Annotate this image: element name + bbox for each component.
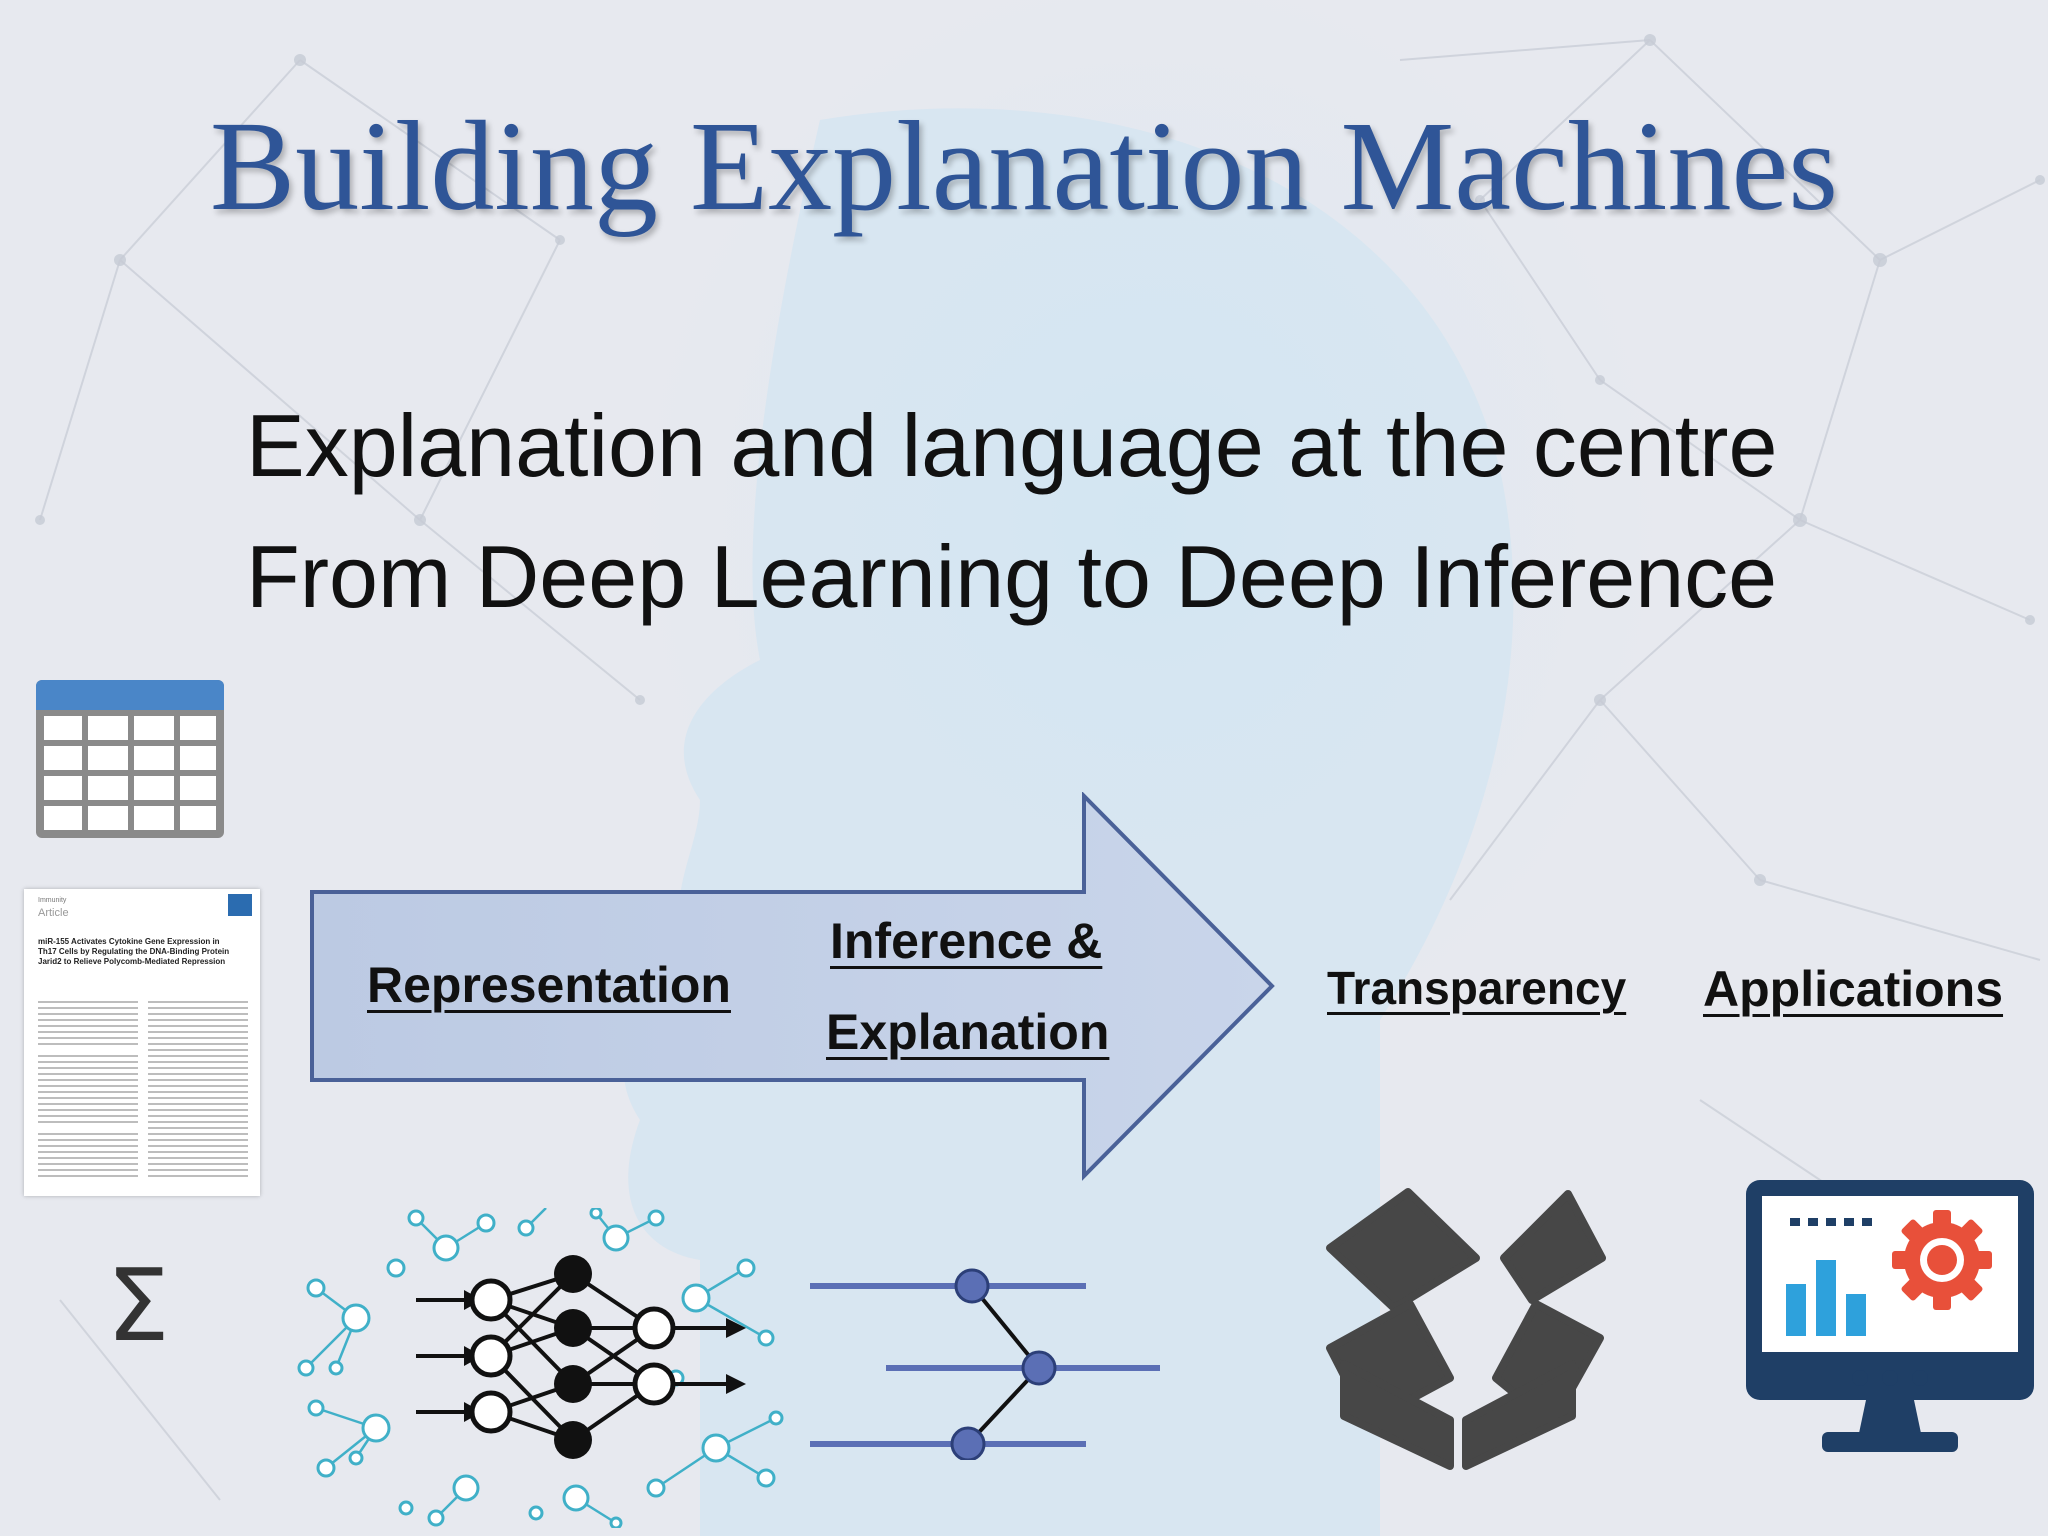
bullet-list: Explanation and language at the centre F…: [246, 380, 1777, 642]
sigma-icon: Σ: [106, 1256, 169, 1352]
paper-section: Article: [38, 907, 69, 919]
bullet-line-2: From Deep Learning to Deep Inference: [246, 527, 1778, 626]
process-arrow: [310, 792, 1275, 1181]
neural-network-icon: [297, 1208, 784, 1528]
journal-badge: [228, 894, 252, 916]
inference-graph-icon: [810, 1268, 1160, 1460]
inference-label-line2: Explanation: [826, 1004, 1110, 1060]
bullet-line-1: Explanation and language at the centre: [246, 396, 1778, 495]
transparency-label: Transparency: [1327, 962, 1627, 1014]
sigma-glyph: Σ: [106, 1256, 169, 1352]
applications-label: Applications: [1703, 961, 2004, 1017]
representation-label: Representation: [367, 957, 731, 1013]
inference-label-line1: Inference &: [830, 913, 1103, 969]
paper-right-column: [148, 1001, 248, 1181]
paper-left-column: [38, 1001, 138, 1181]
document-icon: Immunity Article miR-155 Activates Cytok…: [24, 889, 260, 1196]
monitor-analytics-icon: [1746, 1180, 2034, 1452]
paper-journal-tag: Immunity: [38, 897, 67, 904]
slide-title: Building Explanation Machines: [209, 95, 1839, 237]
open-box-icon: [1326, 1188, 1606, 1470]
paper-title: miR-155 Activates Cytokine Gene Expressi…: [38, 937, 230, 966]
spreadsheet-icon: [36, 680, 224, 838]
